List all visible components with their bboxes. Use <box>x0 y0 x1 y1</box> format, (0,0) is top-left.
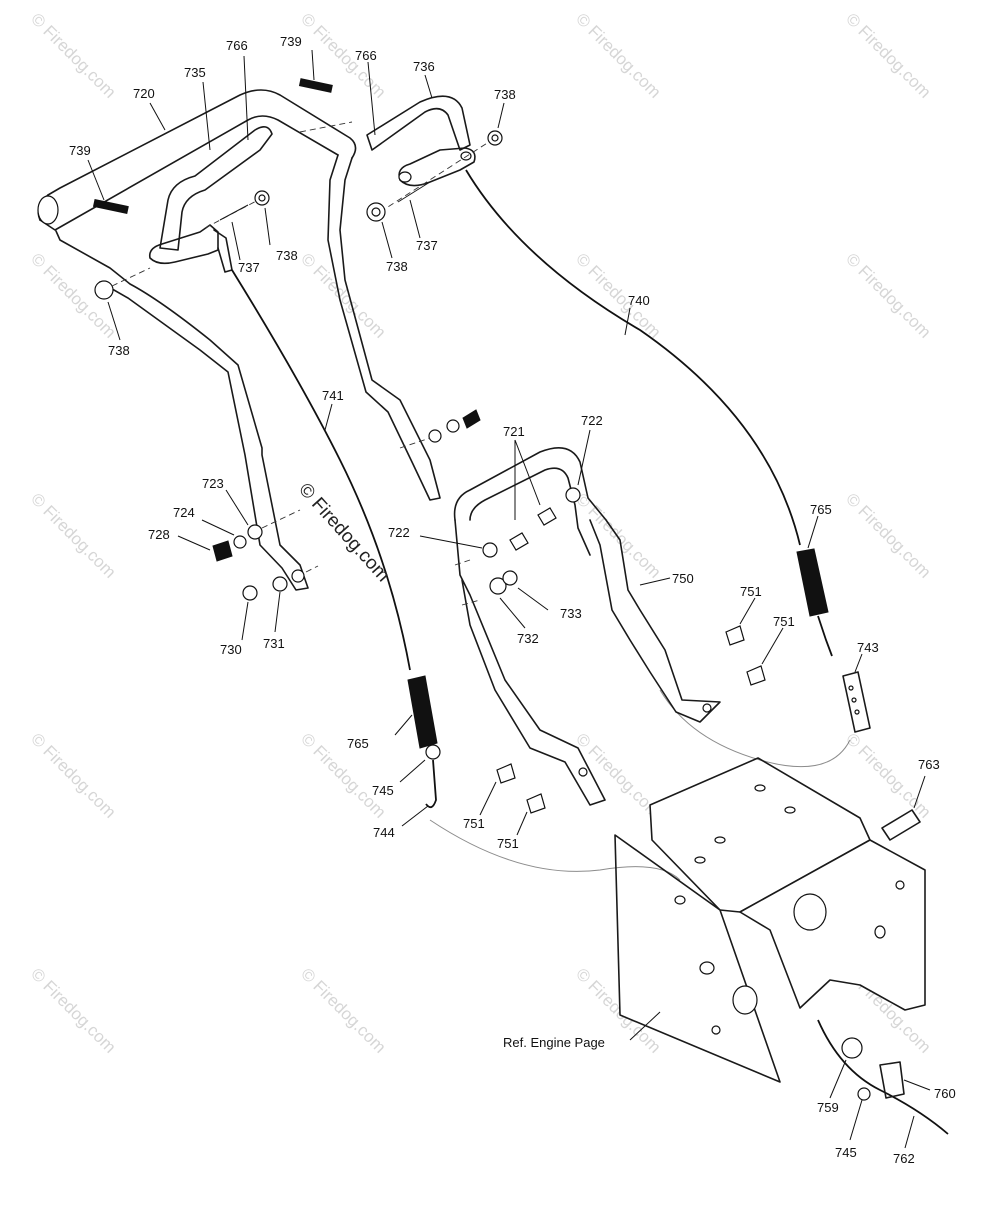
callout-760: 760 <box>934 1086 956 1101</box>
watermark: © Firedog.com <box>842 729 934 821</box>
callout-743: 743 <box>857 640 879 655</box>
watermark: © Firedog.com <box>842 9 934 101</box>
watermark: © Firedog.com <box>297 964 389 1056</box>
cable-762-assembly <box>817 1019 949 1135</box>
hardware-right-mid <box>399 409 481 449</box>
callout-728: 728 <box>148 527 170 542</box>
watermark: © Firedog.com <box>572 489 664 581</box>
callout-732: 732 <box>517 631 539 646</box>
upper-handle-720 <box>37 89 441 591</box>
callout-763: 763 <box>918 757 940 772</box>
watermark: © Firedog.com <box>27 9 119 101</box>
engine-frame <box>614 757 926 1083</box>
callout-738: 738 <box>494 87 516 102</box>
watermark: © Firedog.com <box>27 489 119 581</box>
routing-curve <box>429 819 681 881</box>
callout-736: 736 <box>413 59 435 74</box>
callout-731: 731 <box>263 636 285 651</box>
callout-737: 737 <box>416 238 438 253</box>
callout-740: 740 <box>628 293 650 308</box>
callout-735: 735 <box>184 65 206 80</box>
callout-739: 739 <box>280 34 302 49</box>
callout-724: 724 <box>173 505 195 520</box>
watermark: © Firedog.com <box>842 489 934 581</box>
callout-759: 759 <box>817 1100 839 1115</box>
callout-765: 765 <box>347 736 369 751</box>
watermark: © Firedog.com <box>842 249 934 341</box>
watermark: © Firedog.com <box>27 729 119 821</box>
callout-733: 733 <box>560 606 582 621</box>
callout-745: 745 <box>835 1145 857 1160</box>
ref-engine-page: Ref. Engine Page <box>503 1035 605 1050</box>
callout-737: 737 <box>238 260 260 275</box>
callout-722: 722 <box>581 413 603 428</box>
hardware-left-mid <box>212 509 319 601</box>
grip-765-right <box>796 548 833 657</box>
callout-751: 751 <box>497 836 519 851</box>
callout-722: 722 <box>388 525 410 540</box>
watermark: © Firedog.com <box>572 9 664 101</box>
callout-720: 720 <box>133 86 155 101</box>
handle-panel-739-right <box>298 78 333 93</box>
callout-750: 750 <box>672 571 694 586</box>
callout-739: 739 <box>69 143 91 158</box>
watermark: © Firedog.com <box>27 964 119 1056</box>
callout-738: 738 <box>386 259 408 274</box>
callout-765: 765 <box>810 502 832 517</box>
spring-743 <box>842 671 871 733</box>
callout-751: 751 <box>463 816 485 831</box>
callout-766: 766 <box>226 38 248 53</box>
lower-handle-750 <box>453 446 721 806</box>
routing-curve <box>659 689 851 768</box>
callout-730: 730 <box>220 642 242 657</box>
callout-745: 745 <box>372 783 394 798</box>
bolt-763 <box>881 809 921 841</box>
callout-738: 738 <box>108 343 130 358</box>
callout-751: 751 <box>773 614 795 629</box>
callout-762: 762 <box>893 1151 915 1166</box>
handle-panel-739-left <box>92 198 129 215</box>
hardware-751 <box>496 625 766 814</box>
callout-labels: 720 735 766 739 766 736 738 739 738 737 … <box>69 34 956 1166</box>
cable-740 <box>465 169 801 546</box>
hardware-737-738 <box>94 121 503 300</box>
watermark: © Firedog.com <box>297 729 389 821</box>
callout-721: 721 <box>503 424 525 439</box>
callout-751: 751 <box>740 584 762 599</box>
callout-738: 738 <box>276 248 298 263</box>
callout-741: 741 <box>322 388 344 403</box>
callout-leaders <box>87 49 931 1149</box>
hardware-mid <box>454 487 581 606</box>
callout-744: 744 <box>373 825 395 840</box>
grip-765-left <box>407 675 441 809</box>
callout-766: 766 <box>355 48 377 63</box>
cable-741 <box>231 269 411 671</box>
bail-735 <box>148 126 273 273</box>
bail-736 <box>366 95 476 187</box>
callout-723: 723 <box>202 476 224 491</box>
